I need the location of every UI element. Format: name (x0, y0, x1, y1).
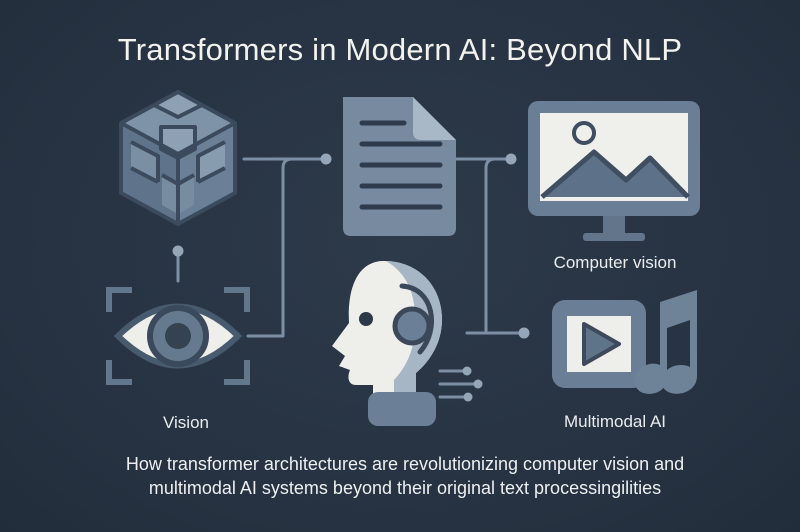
connector-lines (176, 157, 526, 399)
connector-dot (473, 379, 483, 389)
music-note-icon (634, 290, 697, 394)
connector-vision-to-head (246, 157, 328, 338)
connector-dot (505, 153, 517, 165)
monitor-landscape-icon (528, 101, 700, 241)
subtitle-text: How transformer architectures are revolu… (55, 452, 755, 500)
video-play-icon (552, 300, 646, 388)
connector-dot (463, 392, 473, 402)
diagram-title: Transformers in Modern AI: Beyond NLP (117, 32, 683, 67)
multimodal-ai-label: Multimodal AI (563, 412, 667, 431)
subtitle-line-2: multimodal AI systems beyond their origi… (148, 478, 662, 498)
vision-label: Vision (163, 413, 209, 432)
connector-dot (320, 153, 332, 165)
connector-dot (462, 366, 472, 376)
ai-head-headset-icon (332, 261, 442, 426)
subtitle-line-1: How transformer architectures are revolu… (125, 454, 685, 474)
transformer-cube-icon (119, 90, 237, 226)
connector-dots (172, 153, 530, 402)
connector-dot (518, 327, 530, 339)
connector-head-to-multimodal (465, 157, 513, 335)
computer-vision-label: Computer vision (553, 253, 677, 272)
connector-dot (172, 245, 184, 257)
eye-scan-icon (106, 287, 250, 385)
document-icon (343, 97, 456, 236)
